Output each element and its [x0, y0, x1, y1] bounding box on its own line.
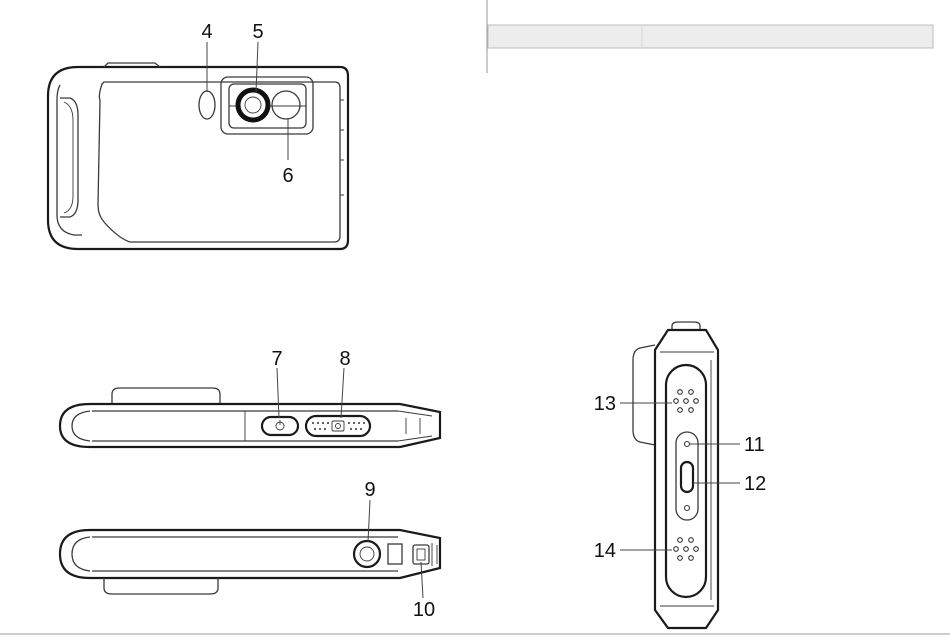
usb-cover [676, 432, 698, 520]
rear-body-outline [48, 67, 348, 249]
side-body-outline [655, 330, 718, 628]
callout-13: 13 [594, 393, 616, 415]
lanyard-hole [413, 545, 429, 564]
callout-5: 5 [252, 21, 263, 43]
bottom-grip-curve [72, 537, 90, 571]
thermal-lens [238, 90, 268, 120]
callout-12: 12 [744, 473, 766, 495]
optical-lens [272, 91, 300, 119]
side-inner-panel [666, 365, 706, 597]
bottom-view [60, 500, 440, 598]
camera-icon-lens [336, 424, 341, 429]
side-top-cap [672, 322, 700, 330]
callout-14: 14 [594, 540, 616, 562]
callout-8: 8 [339, 348, 350, 370]
callout-6: 6 [282, 165, 293, 187]
side-lens-protrusion [633, 345, 655, 445]
rear-view [48, 42, 348, 249]
bottom-port-cover [388, 544, 402, 564]
flashlight [199, 91, 215, 119]
tripod-screw-hole [354, 541, 380, 567]
bottom-lens-hump [104, 578, 218, 594]
top-grip-curve [72, 411, 90, 441]
bottom-end-lines [432, 543, 437, 566]
empty-table [487, 0, 933, 73]
lanyard-hole-inner [417, 549, 425, 560]
bottom-body-edges [92, 537, 398, 571]
table-header-row [488, 25, 933, 48]
top-lens-hump [112, 388, 220, 404]
callout-10: 10 [413, 599, 435, 621]
capture-button [306, 416, 370, 436]
indicator-light [685, 442, 690, 447]
rear-grip-insert [60, 98, 78, 217]
callout-9: 9 [364, 479, 375, 501]
callout-11: 11 [744, 434, 765, 456]
tripod-screw-inner [360, 547, 374, 561]
camera-icon [332, 421, 344, 431]
usb-cover-dot [685, 506, 690, 511]
leader-9 [368, 500, 370, 542]
usb-port [681, 462, 693, 492]
top-view [60, 368, 440, 447]
callout-4: 4 [201, 21, 212, 43]
microphone-grille [674, 538, 699, 561]
power-button [262, 417, 298, 435]
rear-grip-inner-line [64, 102, 73, 213]
callout-7: 7 [271, 348, 282, 370]
speaker-grille [674, 390, 699, 413]
leader-10 [421, 562, 423, 598]
top-body-taper [398, 411, 432, 441]
side-view [620, 322, 740, 628]
